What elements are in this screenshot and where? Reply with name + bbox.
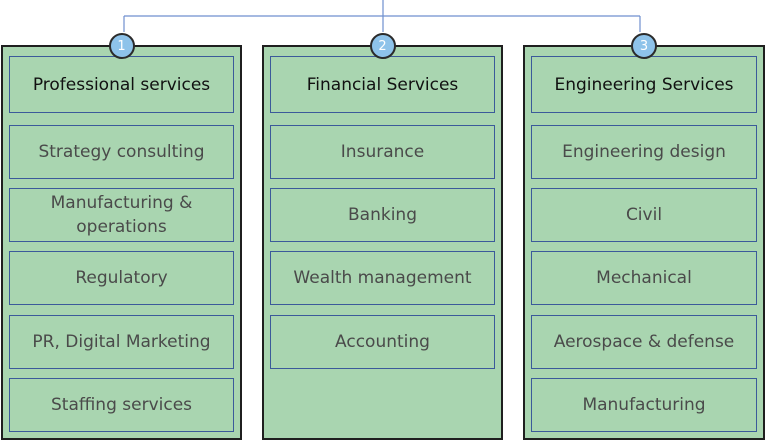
column-number-badge: 3 [631,33,657,59]
column-number-badge: 2 [369,33,396,59]
service-item: Staffing services [9,378,234,432]
column-number-badge: 1 [108,33,135,59]
service-item: Banking [270,188,495,242]
service-item: Manufacturing & operations [9,188,234,242]
column-professional-services: 1 Professional services Strategy consult… [1,33,242,440]
column-engineering-services: 3 Engineering Services Engineering desig… [523,33,765,440]
column-financial-services: 2 Financial Services Insurance Banking W… [262,33,503,440]
service-item: Accounting [270,315,495,369]
service-item: Civil [531,188,757,242]
service-item: Insurance [270,125,495,179]
column-heading: Financial Services [270,56,495,113]
service-item: Regulatory [9,251,234,305]
service-item: Manufacturing [531,378,757,432]
service-item: Engineering design [531,125,757,179]
service-item: Aerospace & defense [531,315,757,369]
service-item: Strategy consulting [9,125,234,179]
service-item: Wealth management [270,251,495,305]
column-heading: Engineering Services [531,56,757,113]
service-item: Mechanical [531,251,757,305]
service-item: PR, Digital Marketing [9,315,234,369]
column-heading: Professional services [9,56,234,113]
